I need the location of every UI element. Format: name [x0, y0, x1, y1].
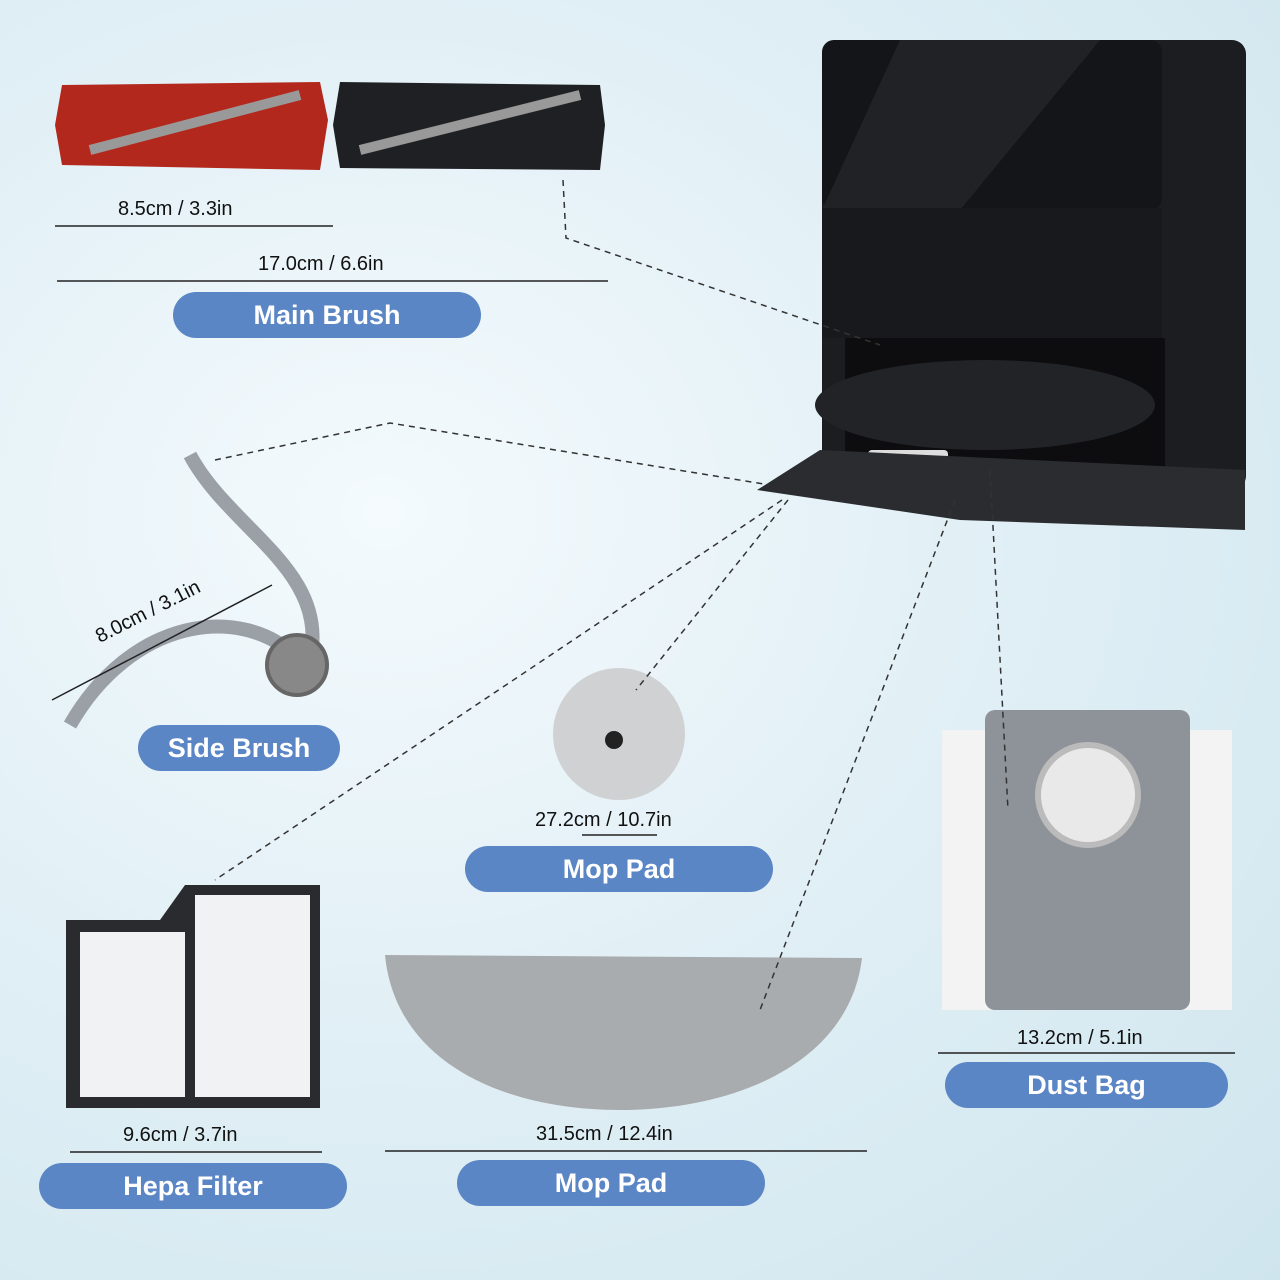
main-brush-label: Main Brush	[173, 292, 481, 338]
hepa-filter-image	[66, 885, 320, 1108]
dust-bag-size: 13.2cm / 5.1in	[1017, 1027, 1143, 1049]
half-mop-pad-size: 31.5cm / 12.4in	[536, 1123, 673, 1145]
round-mop-pad-label: Mop Pad	[465, 846, 773, 892]
dimension-lines	[51, 225, 1235, 1153]
docking-station	[757, 40, 1246, 530]
leader-lines	[214, 179, 1009, 1011]
side-brush-label: Side Brush	[138, 725, 340, 771]
round-mop-pad-size: 27.2cm / 10.7in	[535, 809, 672, 831]
half-mop-pad-image	[385, 955, 862, 1110]
main-brush-length: 17.0cm / 6.6in	[258, 253, 384, 275]
dust-bag-label: Dust Bag	[945, 1062, 1228, 1108]
mop-pad-center-hole	[605, 731, 623, 749]
half-mop-pad-label: Mop Pad	[457, 1160, 765, 1206]
hepa-filter-size: 9.6cm / 3.7in	[123, 1124, 238, 1146]
side-brush-image	[63, 451, 329, 729]
main-brush-image	[55, 82, 605, 170]
dust-bag-image	[942, 710, 1232, 1010]
hepa-filter-label: Hepa Filter	[39, 1163, 347, 1209]
main-brush-width: 8.5cm / 3.3in	[118, 198, 233, 220]
